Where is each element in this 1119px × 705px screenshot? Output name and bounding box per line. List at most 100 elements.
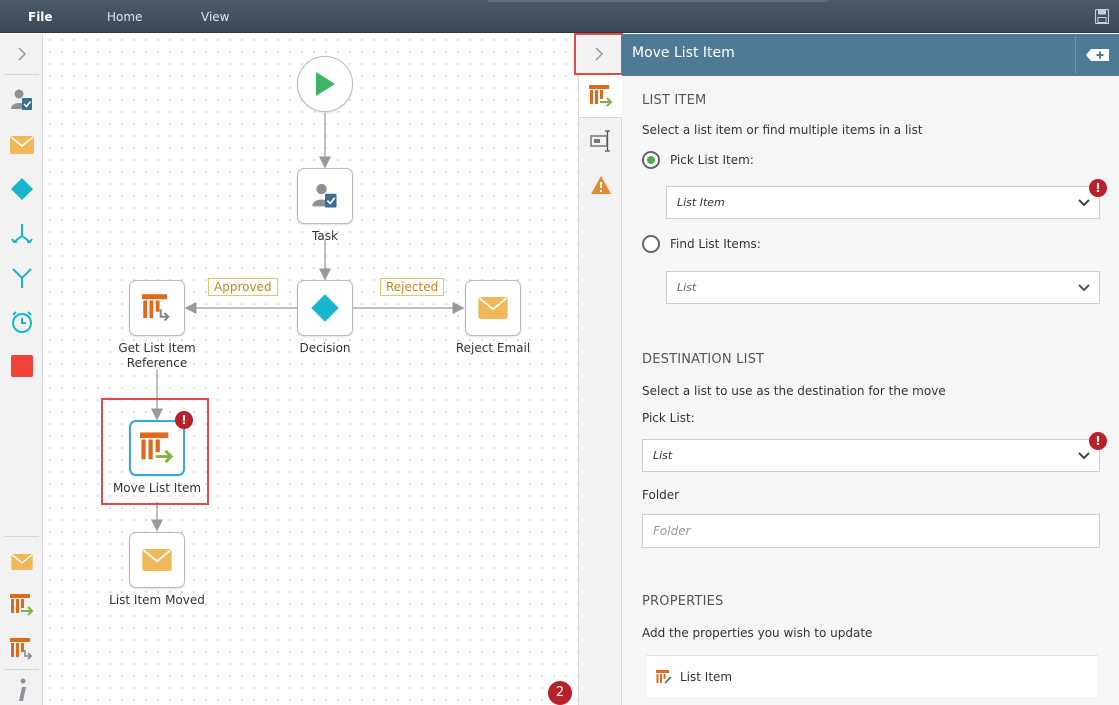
toolbox-recent-email[interactable] bbox=[6, 546, 38, 578]
decision-diamond-icon bbox=[311, 294, 339, 322]
move-list-item-icon bbox=[140, 432, 174, 464]
tab-configure[interactable] bbox=[579, 74, 623, 118]
property-item-list-item[interactable]: List Item bbox=[646, 655, 1098, 697]
pick-list-select[interactable]: List bbox=[642, 439, 1100, 472]
reject-email-node-label: Reject Email bbox=[455, 341, 531, 355]
pick-list-item-option[interactable]: Pick List Item: bbox=[642, 151, 754, 169]
menu-home[interactable]: Home bbox=[107, 10, 143, 24]
get-list-item-reference-node-label: Get List Item Reference bbox=[97, 341, 217, 371]
label-line: Reference bbox=[126, 356, 188, 370]
toolbox-task[interactable] bbox=[6, 84, 38, 116]
mail-icon bbox=[142, 549, 172, 571]
folder-placeholder: Folder bbox=[653, 524, 691, 538]
pick-list-item-select[interactable]: List Item bbox=[666, 186, 1100, 219]
list-item-moved-node-label: List Item Moved bbox=[109, 593, 205, 607]
approved-connection-label[interactable]: Approved bbox=[208, 278, 278, 296]
pick-list-item-radio[interactable] bbox=[642, 151, 660, 169]
field-error-badge[interactable]: ! bbox=[1089, 432, 1107, 450]
find-list-items-option[interactable]: Find List Items: bbox=[642, 235, 761, 253]
stop-icon bbox=[11, 355, 33, 377]
error-count-badge[interactable]: 2 bbox=[548, 681, 572, 705]
toolbox-recent-get-list-item[interactable] bbox=[6, 633, 38, 665]
decision-node[interactable] bbox=[297, 280, 353, 336]
list-item-section-title: LIST ITEM bbox=[642, 93, 707, 108]
chevron-right-icon bbox=[18, 47, 27, 61]
task-node-label: Task bbox=[312, 229, 338, 243]
toolbox-email[interactable] bbox=[6, 129, 38, 161]
panel-collapse-button[interactable] bbox=[574, 33, 623, 75]
text-cursor-icon bbox=[590, 130, 610, 152]
pick-list-value: List bbox=[653, 449, 673, 462]
split-icon bbox=[11, 224, 33, 243]
play-icon bbox=[316, 72, 335, 96]
move-list-item-icon bbox=[589, 85, 613, 107]
panel-title: Move List Item bbox=[632, 45, 735, 61]
mail-icon bbox=[478, 297, 508, 319]
menu-view[interactable]: View bbox=[201, 10, 230, 24]
user-task-icon bbox=[312, 183, 337, 208]
mail-icon bbox=[11, 554, 33, 570]
merge-icon bbox=[12, 268, 32, 288]
info-icon bbox=[19, 678, 26, 701]
toolbox-divider bbox=[4, 74, 39, 75]
toolbox bbox=[0, 34, 43, 705]
panel-header: Move List Item bbox=[622, 34, 1119, 76]
properties-panel: Move List Item LIST ITEM Select a list i… bbox=[622, 34, 1119, 705]
rejected-connection-label[interactable]: Rejected bbox=[380, 278, 445, 296]
panel-tab-strip bbox=[578, 34, 623, 705]
folder-input[interactable]: Folder bbox=[642, 514, 1100, 548]
connection-lines bbox=[151, 113, 465, 532]
selection-highlight bbox=[101, 398, 209, 505]
properties-section-description: Add the properties you wish to update bbox=[642, 626, 873, 640]
destination-list-section-title: DESTINATION LIST bbox=[642, 352, 765, 367]
get-list-item-icon bbox=[10, 638, 33, 660]
workflow-canvas[interactable]: Task Decision Approved Rejected Reject E… bbox=[44, 34, 578, 705]
properties-section-title: PROPERTIES bbox=[642, 594, 724, 609]
get-list-item-icon bbox=[142, 294, 170, 322]
mail-icon bbox=[10, 136, 34, 154]
pick-list-item-label: Pick List Item: bbox=[670, 153, 754, 167]
toolbox-recent-move-list-item[interactable] bbox=[6, 589, 38, 621]
find-list-items-value: List bbox=[677, 281, 697, 294]
tag-plus-icon bbox=[1085, 49, 1109, 61]
find-list-items-radio[interactable] bbox=[642, 235, 660, 253]
tab-errors[interactable] bbox=[579, 163, 623, 207]
menu-file[interactable]: File bbox=[28, 10, 53, 24]
start-node[interactable] bbox=[297, 56, 353, 112]
decision-diamond-icon bbox=[11, 178, 33, 200]
toolbox-end[interactable] bbox=[6, 350, 38, 382]
field-error-badge[interactable]: ! bbox=[1089, 179, 1107, 197]
toolbox-timer[interactable] bbox=[6, 306, 38, 338]
toolbox-merge[interactable] bbox=[6, 262, 38, 294]
find-list-items-select[interactable]: List bbox=[666, 271, 1100, 304]
list-item-section-description: Select a list item or find multiple item… bbox=[642, 123, 923, 137]
user-task-icon bbox=[11, 89, 32, 110]
warning-icon bbox=[591, 176, 611, 194]
toolbox-info[interactable] bbox=[6, 674, 38, 705]
save-icon[interactable] bbox=[1095, 9, 1109, 24]
destination-list-section-description: Select a list to use as the destination … bbox=[642, 384, 946, 398]
reject-email-node[interactable] bbox=[465, 280, 521, 336]
menu-indicator bbox=[488, 0, 828, 2]
tab-general[interactable] bbox=[579, 119, 623, 163]
toolbox-decision[interactable] bbox=[6, 173, 38, 205]
chevron-down-icon bbox=[1078, 199, 1090, 207]
pick-list-item-value: List Item bbox=[677, 196, 725, 209]
node-error-badge[interactable]: ! bbox=[175, 411, 193, 429]
top-menu-bar: File Home View bbox=[0, 0, 1119, 33]
move-list-item-node[interactable] bbox=[129, 420, 185, 476]
toolbox-split[interactable] bbox=[6, 218, 38, 250]
property-item-label: List Item bbox=[680, 669, 733, 684]
get-list-item-reference-node[interactable] bbox=[129, 280, 185, 336]
panel-options-button[interactable] bbox=[1075, 36, 1119, 74]
toolbox-expand-button[interactable] bbox=[6, 38, 38, 70]
timer-icon bbox=[12, 311, 32, 333]
chevron-right-icon bbox=[594, 47, 603, 61]
task-node[interactable] bbox=[297, 168, 353, 224]
toolbox-divider bbox=[4, 669, 39, 670]
toolbox-divider bbox=[4, 536, 39, 537]
chevron-down-icon bbox=[1078, 284, 1090, 292]
folder-label: Folder bbox=[642, 488, 680, 502]
list-item-moved-node[interactable] bbox=[129, 532, 185, 588]
label-line: Get List Item bbox=[118, 341, 196, 355]
